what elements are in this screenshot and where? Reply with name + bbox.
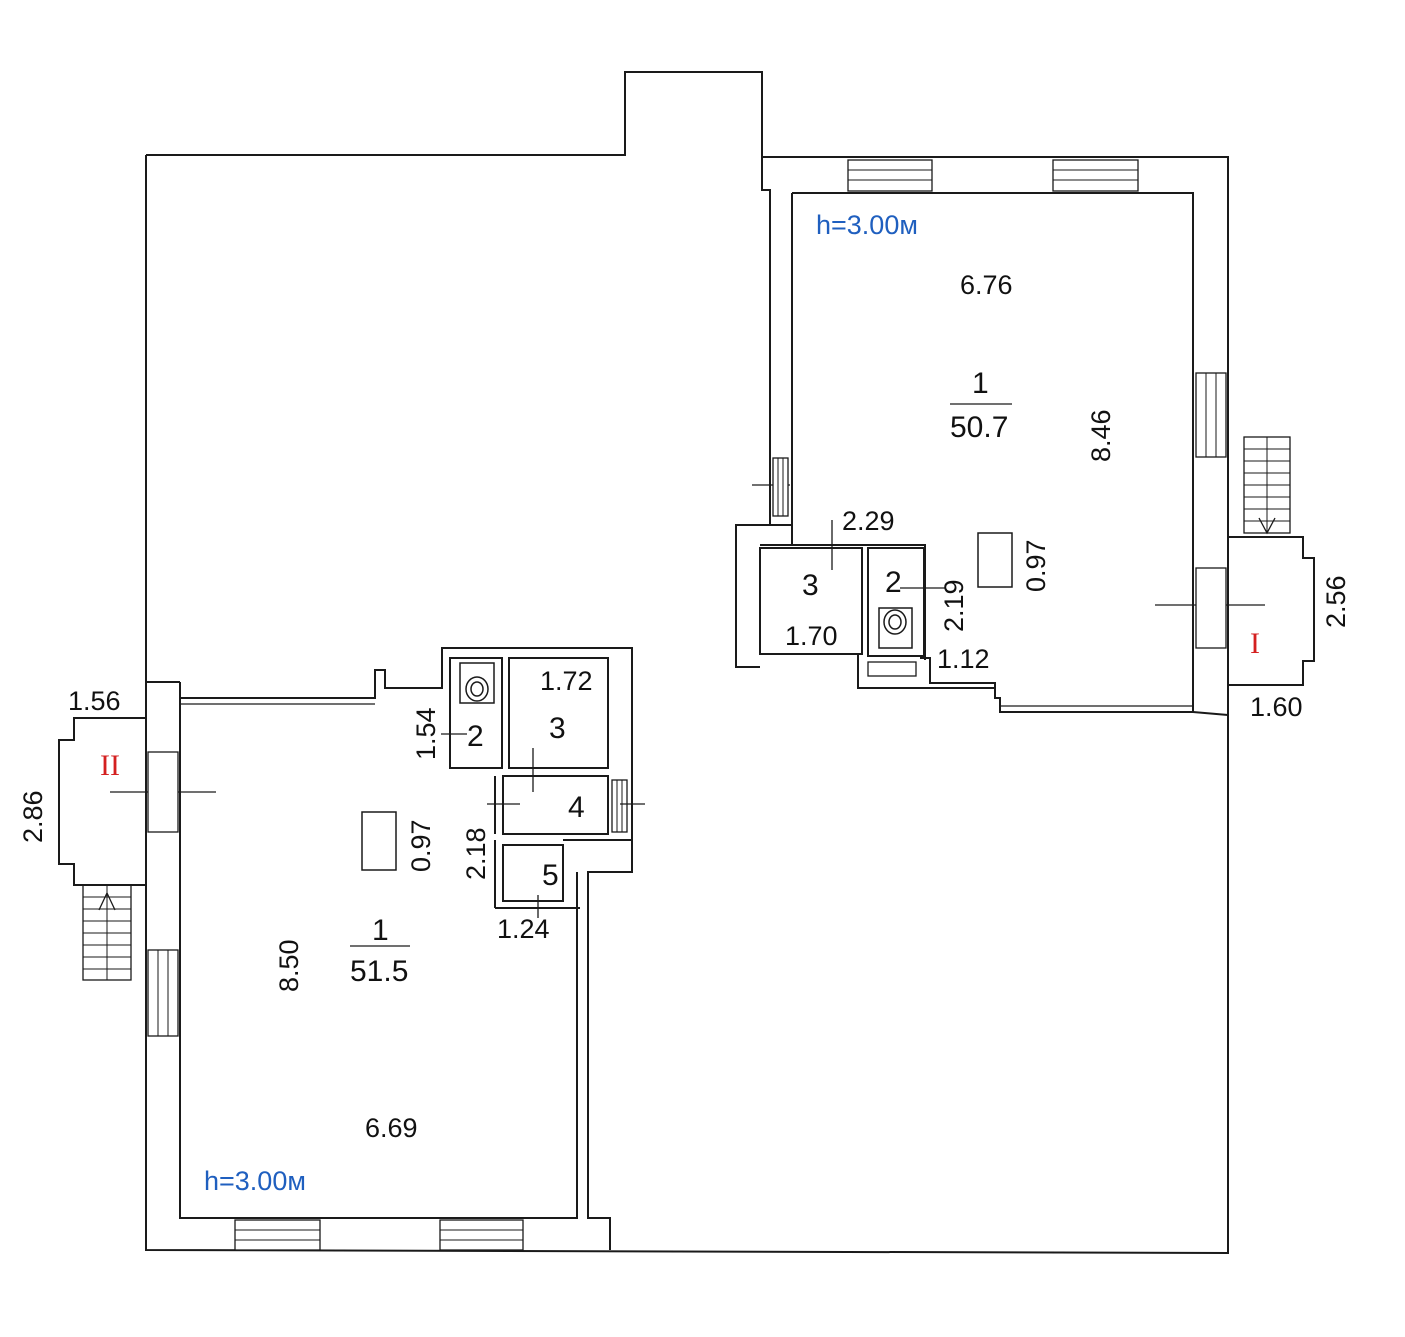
left-ceiling-height: h=3.00м xyxy=(204,1166,306,1196)
building-outline xyxy=(145,71,1229,1255)
left-room4-height: 2.18 xyxy=(461,827,491,880)
left-entrance-label: II xyxy=(100,749,120,782)
left-unit-walls xyxy=(110,647,645,1250)
left-room1-width: 6.69 xyxy=(365,1113,418,1143)
left-entrance-dim-horizontal: 1.56 xyxy=(68,686,121,716)
left-room4-number: 4 xyxy=(568,791,585,824)
right-fixture-depth: 0.97 xyxy=(1021,539,1051,592)
right-wc-top-dim: 2.29 xyxy=(842,506,895,536)
right-corridor-width: 1.12 xyxy=(937,644,990,674)
left-entrance-dim-vertical: 2.86 xyxy=(18,790,48,843)
left-room3-number: 3 xyxy=(549,712,566,745)
right-room3-width: 1.70 xyxy=(785,621,838,651)
right-entrance-dim-horizontal: 1.60 xyxy=(1250,692,1303,722)
left-room2-number: 2 xyxy=(467,720,484,753)
right-room2-number: 2 xyxy=(885,566,902,599)
right-ceiling-height: h=3.00м xyxy=(816,210,918,240)
left-room5-number: 5 xyxy=(542,859,559,892)
left-room1-number: 1 xyxy=(372,914,389,947)
right-room2-height: 2.19 xyxy=(939,579,969,632)
right-room3-number: 3 xyxy=(802,569,819,602)
right-room1-length: 8.46 xyxy=(1086,409,1116,462)
left-entrance xyxy=(58,717,146,981)
left-fixture-depth: 0.97 xyxy=(406,819,436,872)
left-room2-height: 1.54 xyxy=(411,707,441,760)
right-stair-arrow xyxy=(1258,517,1276,535)
right-entrance xyxy=(1228,436,1315,686)
left-unit-windows xyxy=(147,751,524,1251)
left-fixture xyxy=(361,811,397,871)
left-room1-area: 51.5 xyxy=(350,955,408,988)
right-room1-width: 6.76 xyxy=(960,270,1013,300)
left-room1-length: 8.50 xyxy=(274,939,304,992)
right-room1-number: 1 xyxy=(972,367,989,400)
left-room3-width: 1.72 xyxy=(540,666,593,696)
right-entrance-label: I xyxy=(1250,627,1260,660)
right-unit-windows xyxy=(772,159,1227,649)
right-room1-area: 50.7 xyxy=(950,411,1008,444)
left-room5-width: 1.24 xyxy=(497,914,550,944)
left-stair-arrow xyxy=(98,891,116,911)
right-unit-walls xyxy=(735,157,1265,716)
right-entrance-dim-vertical: 2.56 xyxy=(1321,575,1351,628)
right-fixture xyxy=(977,532,1013,588)
